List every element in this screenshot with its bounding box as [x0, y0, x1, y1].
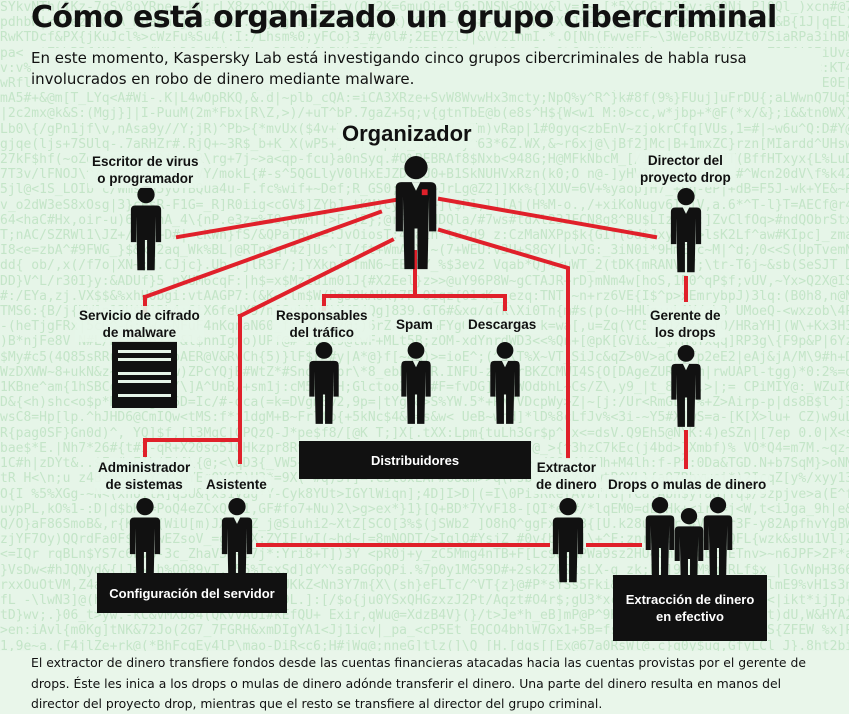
server-rack-icon: [112, 341, 177, 408]
assistant-figure: [221, 498, 253, 583]
intro-paragraph: En este momento, Kaspersky Lab está inve…: [31, 48, 821, 90]
shirt-collar: [233, 517, 241, 524]
person-icon: [651, 497, 669, 514]
role-traffic-managers: Responsables del tráfico: [272, 306, 372, 342]
person-body: [490, 360, 520, 424]
line-to-virus-writer: [175, 197, 398, 240]
role-organizer: Organizador: [338, 120, 476, 148]
person-icon: [407, 342, 425, 359]
person-body: [130, 205, 162, 271]
money-mule-figure-1: [645, 497, 675, 577]
money-mule-figure-3: [674, 507, 704, 588]
person-icon: [137, 186, 155, 204]
drop-director-figure: [670, 188, 702, 273]
role-assistant: Asistente: [202, 475, 271, 494]
person-body: [395, 182, 437, 270]
person-icon: [228, 498, 246, 516]
person-body: [221, 517, 253, 583]
person-body: [674, 526, 704, 588]
shirt-collar: [412, 360, 420, 368]
sysadmin-figure: [129, 498, 161, 583]
footer-paragraph: El extractor de dinero transfiere fondos…: [31, 655, 806, 711]
cash-extractor-figure: [552, 498, 584, 583]
person-icon: [136, 498, 154, 516]
person-icon: [404, 156, 428, 180]
person-body: [670, 207, 702, 273]
spam-figure: [401, 342, 431, 424]
person-body: [671, 363, 701, 427]
person-body: [309, 360, 339, 424]
role-money-mules: Drops o mulas de dinero: [604, 475, 771, 494]
line-to-sysadmin-branch: [143, 314, 242, 457]
organizer-figure: [395, 156, 437, 270]
drops-manager-figure: [671, 345, 701, 427]
person-icon: [315, 342, 333, 359]
shirt-collar: [682, 363, 690, 371]
connector-lines: [142, 196, 688, 547]
person-body: [703, 515, 733, 577]
shirt-collar: [501, 360, 509, 368]
person-icon: [496, 342, 514, 359]
person-icon: [709, 497, 727, 514]
role-virus-writer: Escritor de virus o programador: [88, 152, 203, 188]
line-to-crypt-service: [142, 209, 383, 300]
person-body: [129, 517, 161, 583]
role-spam: Spam: [392, 315, 437, 334]
footer-panel: El extractor de dinero transfiere fondos…: [0, 651, 849, 714]
line-to-extractor: [437, 227, 570, 459]
shirt-collar: [682, 207, 690, 214]
role-drop-project-director: Director del proyecto drop: [636, 151, 735, 187]
role-sysadmin: Administrador de sistemas: [94, 458, 195, 494]
traffic-manager-figure: [309, 342, 339, 424]
money-mule-figure-2: [703, 497, 733, 577]
person-icon: [559, 498, 577, 516]
downloads-figure: [490, 342, 520, 424]
virus-writer-figure: [130, 186, 162, 271]
role-downloads: Descargas: [464, 315, 541, 334]
group-cash-out: Extracción de dinero en efectivo: [613, 575, 767, 641]
group-distributors: Distribuidores: [299, 441, 531, 479]
figures: [129, 156, 733, 588]
line-to-sysadmin: [237, 237, 395, 319]
shirt-collar: [411, 182, 421, 191]
badge-mark: [421, 189, 428, 196]
role-drops-manager: Gerente de los drops: [646, 306, 725, 342]
person-icon: [677, 345, 695, 362]
line-to-director: [437, 196, 658, 240]
person-icon: [680, 507, 698, 525]
role-crypt-service: Servicio de cifrado de malware: [75, 306, 204, 342]
person-icon: [677, 188, 695, 206]
person-body: [401, 360, 431, 424]
person-body: [645, 515, 675, 577]
group-server-config: Configuración del servidor: [97, 573, 287, 613]
role-cash-extractor: Extractor de dinero: [532, 458, 601, 494]
person-body: [552, 517, 584, 583]
page-title: Cómo está organizado un grupo cibercrimi…: [31, 0, 777, 35]
